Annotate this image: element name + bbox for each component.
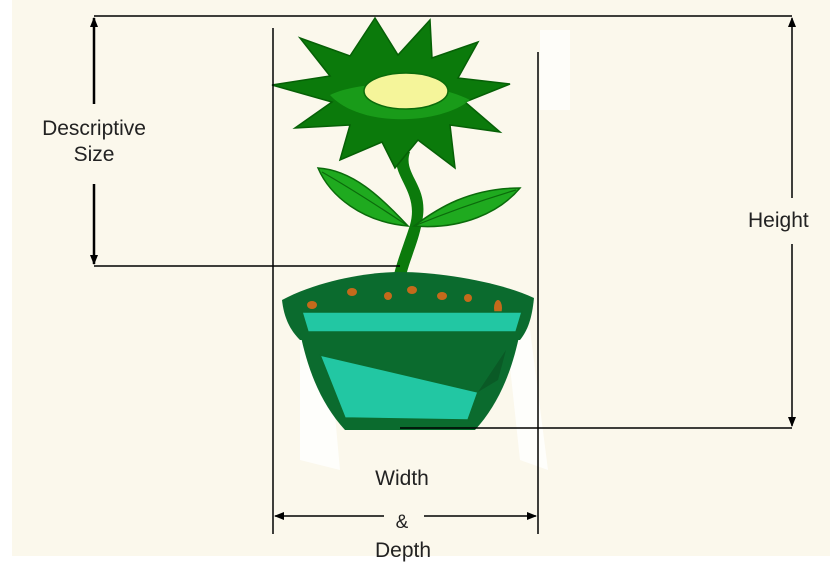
height-label: Height: [748, 209, 809, 232]
descriptive-label-line1: Descriptive: [42, 117, 146, 140]
width-label-line2: &: [395, 512, 409, 533]
leaf-right: [411, 187, 522, 228]
flower-center: [363, 72, 449, 110]
width-label-line3: Depth: [374, 539, 432, 562]
descriptive-size-label: Descriptive Size: [14, 116, 174, 168]
potted-plant-illustration: [271, 16, 534, 430]
halo-top-right: [540, 30, 570, 110]
pot-highlight: [318, 353, 479, 421]
pot-band: [300, 311, 524, 333]
stem: [392, 150, 424, 285]
width-label-line1: Width: [375, 467, 429, 490]
descriptive-label-line2: Size: [73, 143, 115, 166]
